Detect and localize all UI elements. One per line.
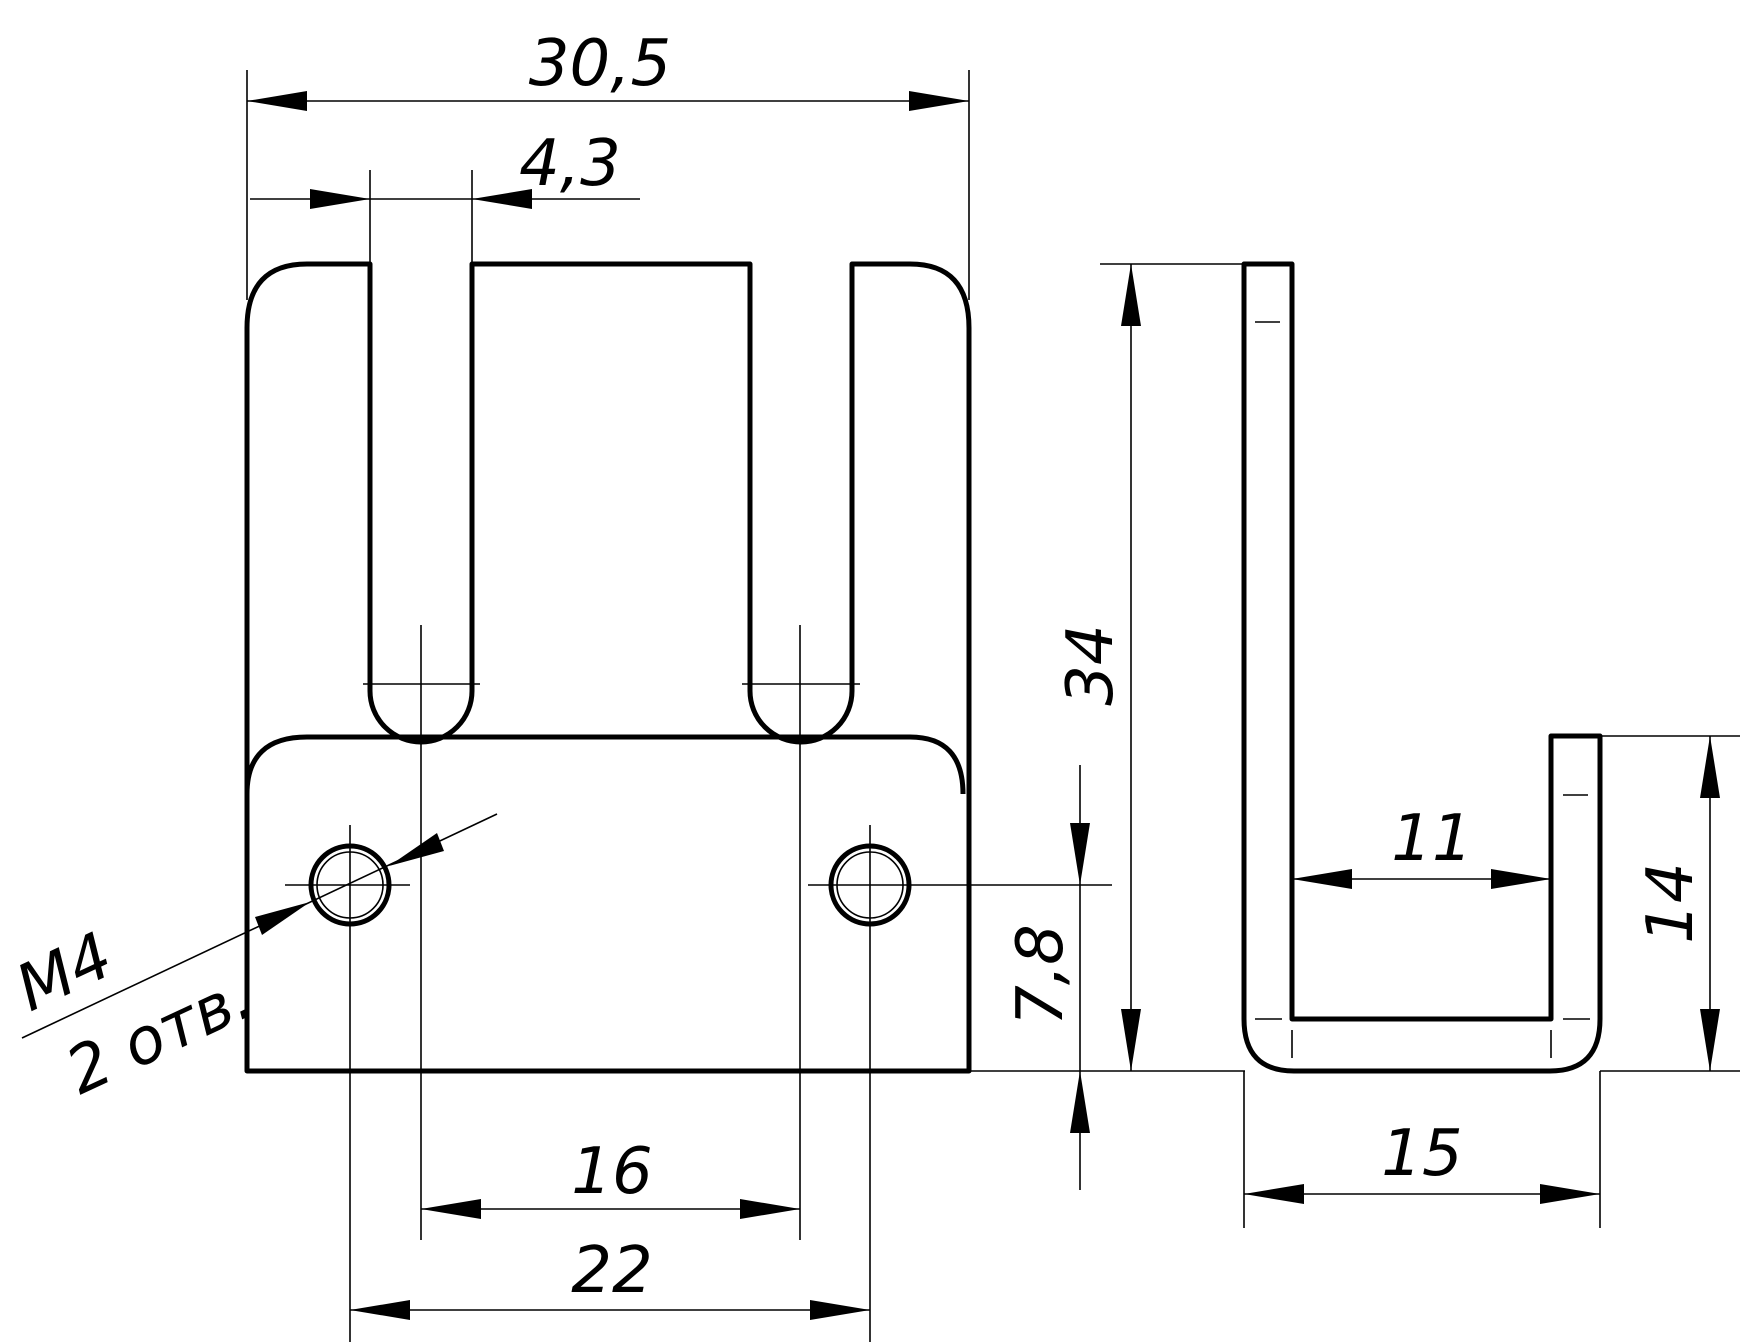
dim-hole-spacing-label: 22 — [571, 1234, 652, 1308]
dim-slot-width: 4,3 — [250, 127, 640, 264]
dim-front-height-label: 34 — [1054, 624, 1128, 705]
dim-inner-slot-distance: 16 — [421, 1135, 800, 1219]
dim-overall-width: 30,5 — [246, 27, 970, 300]
dim-side-leg-height: 14 — [1600, 735, 1740, 1072]
dim-side-overall-width: 15 — [1243, 1071, 1601, 1228]
dim-front-height: 34 — [969, 263, 1245, 1072]
dim-slot-width-label: 4,3 — [519, 127, 621, 201]
dim-overall-width-label: 30,5 — [529, 27, 672, 101]
front-view — [244, 261, 1112, 1342]
front-outline — [244, 261, 972, 1074]
thread-note: M4 2 отв. — [5, 813, 498, 1110]
side-outline — [1241, 261, 1603, 1074]
dim-inner-slot-distance-label: 16 — [571, 1135, 652, 1209]
dim-side-inner-width: 11 — [1292, 802, 1551, 889]
bend-plate-outline — [244, 734, 966, 795]
side-view — [1241, 261, 1603, 1074]
dim-hole-spacing: 22 — [350, 1234, 870, 1320]
dim-hole-height: 7,8 — [1004, 765, 1090, 1190]
thread-size-label: M4 — [5, 919, 123, 1027]
dim-side-leg-height-label: 14 — [1634, 862, 1708, 943]
dim-hole-height-label: 7,8 — [1004, 924, 1078, 1026]
dim-side-overall-width-label: 15 — [1381, 1117, 1462, 1191]
dim-side-inner-width-label: 11 — [1391, 802, 1472, 876]
